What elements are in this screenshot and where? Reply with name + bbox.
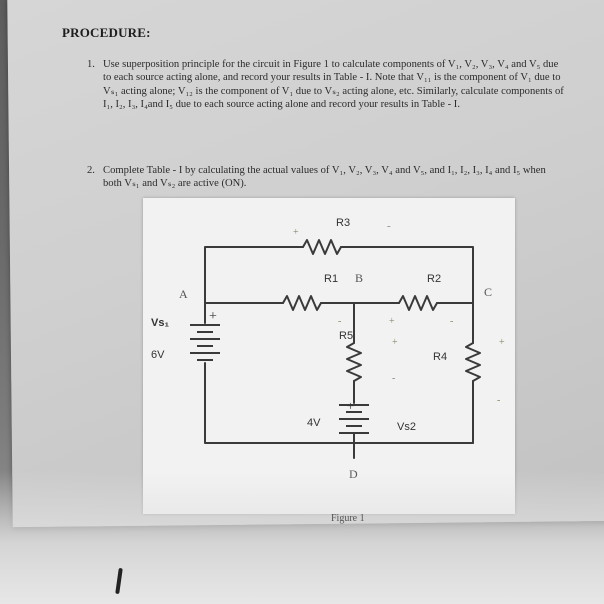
light-glare [0, 470, 604, 604]
vs1-value: 6V [151, 349, 165, 361]
vs1-battery [190, 324, 220, 361]
step-text: Complete Table - I by calculating the ac… [103, 165, 546, 190]
vs2-label: Vs2 [397, 421, 416, 433]
sign-minus: - [497, 395, 500, 406]
node-a-label: A [179, 287, 188, 301]
r4-label: R4 [433, 351, 447, 363]
step-text: Use superposition principle for the circ… [103, 59, 564, 111]
wire-top-left [204, 246, 304, 304]
r3-resistor [302, 239, 342, 255]
procedure-step-2: 2. Complete Table - I by calculating the… [87, 164, 565, 191]
sign-minus: - [338, 316, 341, 327]
wire-vs1-bottom [204, 362, 355, 444]
sign-minus: - [387, 220, 391, 232]
sign-plus: + [293, 227, 299, 238]
vs2-battery [339, 404, 369, 434]
step-number: 1. [87, 59, 95, 70]
sign-plus: + [499, 337, 505, 348]
r5-resistor [346, 342, 362, 382]
circuit-diagram: R3 R1 R2 R5 R4 Vs₁ 6V Vs2 4V A B C D + -… [151, 217, 505, 481]
node-c-label: C [484, 285, 492, 299]
procedure-heading: PROCEDURE: [62, 25, 151, 40]
sign-minus: - [450, 316, 453, 327]
circuit-figure: R3 R1 R2 R5 R4 Vs₁ 6V Vs2 4V A B C D + -… [143, 198, 515, 514]
r1-resistor [282, 295, 322, 311]
sign-minus: - [392, 373, 395, 384]
vs1-label: Vs₁ [151, 317, 169, 329]
sign-plus: + [389, 316, 395, 327]
vs2-plus-sign: + [347, 398, 354, 413]
step-number: 2. [87, 165, 95, 176]
node-b-label: B [355, 271, 363, 285]
r2-label: R2 [427, 273, 441, 285]
vs2-value: 4V [307, 417, 321, 429]
sign-plus: + [392, 337, 398, 348]
r3-label: R3 [336, 217, 350, 229]
figure-caption: Figure 1 [331, 513, 365, 524]
r4-resistor [465, 342, 481, 382]
vs1-plus-sign: + [209, 309, 217, 324]
r1-label: R1 [324, 273, 338, 285]
r2-resistor [398, 295, 438, 311]
r5-label: R5 [339, 330, 353, 342]
procedure-step-1: 1. Use superposition principle for the c… [87, 58, 565, 112]
wire-top-right [340, 246, 474, 304]
